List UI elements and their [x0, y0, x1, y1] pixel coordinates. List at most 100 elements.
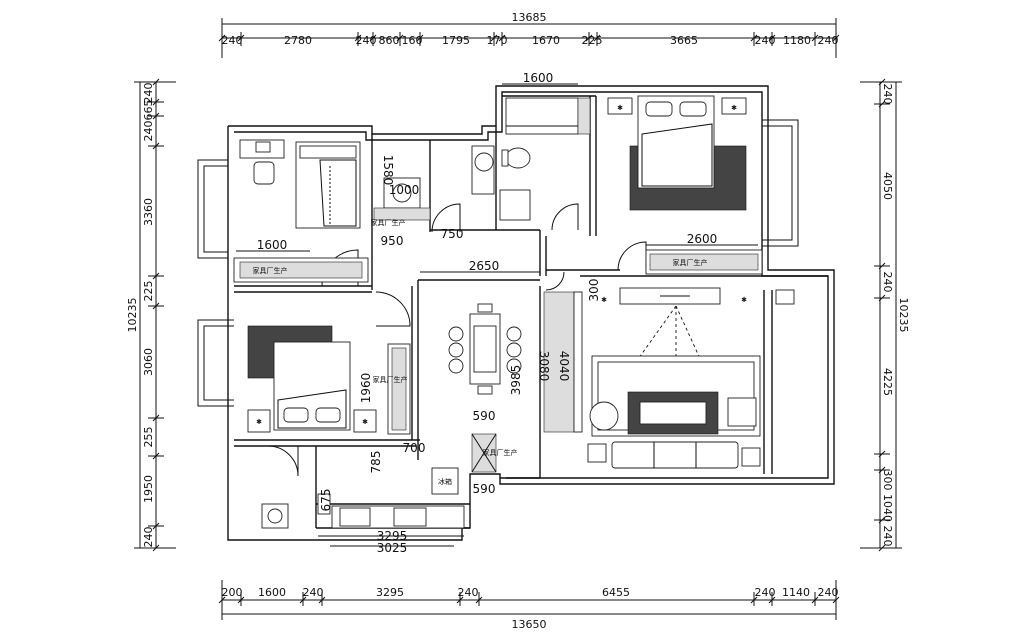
right-dim-4: 300 [881, 470, 894, 491]
dim-kitchen-3025: 3025 [377, 541, 408, 555]
dimension-tick [237, 596, 245, 604]
bottom-dim-8: 240 [818, 586, 839, 599]
balcony-cabinet [775, 289, 795, 305]
dim-door-950: 950 [381, 234, 404, 248]
dim-bath-top: 1600 [523, 71, 554, 85]
svg-text:✱: ✱ [741, 296, 747, 304]
top-dim-3: 860 [379, 34, 400, 47]
top-dim-12: 240 [818, 34, 839, 47]
left-total-dim: 10235 [126, 298, 139, 333]
dimension-tick [299, 596, 307, 604]
dimension-tick [152, 78, 160, 86]
svg-text:✱: ✱ [617, 104, 623, 112]
dimension-tick [354, 34, 362, 42]
dimension-tick [750, 34, 758, 42]
dim-bedroom3-window: 2600 [687, 232, 718, 246]
bedroom-2: ✱ ✱ [247, 325, 411, 435]
dim-living-3080: 3080 [537, 351, 551, 382]
top-dimension-chain: 13685 240 2780 240 860 160 1795 170 1670… [218, 11, 840, 58]
shower [505, 97, 579, 135]
door-arc-lobby [545, 271, 565, 291]
dimension-tick [218, 34, 226, 42]
dim-kitchen-785: 785 [369, 451, 383, 474]
dimension-tick [152, 414, 160, 422]
top-dim-6: 170 [487, 34, 508, 47]
nightstand-2a [247, 409, 271, 433]
dim-kitchen-675: 675 [319, 489, 333, 512]
stove-icon [393, 507, 427, 527]
dimension-tick [878, 466, 886, 474]
right-dim-0: 240 [881, 84, 894, 105]
left-dim-6: 255 [142, 427, 155, 448]
feature-wall [543, 291, 575, 433]
room-dimensions: 1600 1600 2600 2650 950 750 1580 1000 19… [236, 71, 758, 555]
bedroom-1 [233, 139, 369, 283]
basin-icon [474, 152, 494, 172]
dim-wash-1000: 1000 [389, 183, 420, 197]
dimension-tick [832, 596, 840, 604]
factory-label-bedroom3: 家具厂生产 [673, 258, 708, 267]
dimension-tick [318, 596, 326, 604]
bottom-dim-0: 200 [222, 586, 243, 599]
dimension-tick [878, 450, 886, 458]
bay-window-right [762, 119, 799, 247]
sofa [611, 441, 739, 469]
armchair [589, 401, 619, 431]
right-dimension-chain: 240 4050 240 4225 300 1040 240 10235 [860, 78, 910, 552]
right-total-dim: 10235 [897, 298, 910, 333]
door-arc-bath [551, 203, 579, 231]
dimension-tick [811, 34, 819, 42]
dim-wardrobe: 1960 [359, 373, 373, 404]
dimension-tick [750, 596, 758, 604]
bottom-dim-7: 1140 [782, 586, 810, 599]
dimension-tick [878, 294, 886, 302]
left-dim-7: 1950 [142, 475, 155, 503]
top-dim-4: 160 [402, 34, 423, 47]
left-dim-2: 240 [142, 121, 155, 142]
right-dim-3: 4225 [881, 368, 894, 396]
dim-kitchen-700: 700 [403, 441, 426, 455]
dim-kitchen-3295: 3295 [377, 529, 408, 543]
wash-area [373, 145, 495, 221]
bottom-dim-1: 1600 [258, 586, 286, 599]
top-dim-11: 1180 [783, 34, 811, 47]
bay-window-left-bottom [197, 319, 234, 407]
dimension-tick [456, 596, 464, 604]
factory-label-wardrobe2: 家具厂生产 [373, 375, 408, 384]
dim-corridor-300: 300 [587, 279, 601, 302]
bottom-dimension-chain: 200 1600 240 3295 240 6455 240 1140 240 … [218, 580, 840, 631]
dim-dining-table: 590 [473, 409, 496, 423]
dimension-tick [593, 34, 601, 42]
left-dim-1: 665 [142, 100, 155, 121]
sink-icon [339, 507, 371, 527]
right-dim-5: 1040 [881, 494, 894, 522]
top-dim-9: 3665 [670, 34, 698, 47]
toilet-icon [505, 147, 531, 169]
left-dim-0: 240 [142, 83, 155, 104]
top-dim-10: 240 [755, 34, 776, 47]
dimension-tick [585, 34, 593, 42]
left-dimension-chain: 10235 240 665 240 3360 225 3060 255 1950… [126, 78, 176, 552]
door-arc-bedroom3 [617, 241, 647, 271]
bay-window-left-top [197, 159, 228, 259]
right-dim-2: 240 [881, 272, 894, 293]
side-table-left [587, 443, 607, 463]
svg-text:✱: ✱ [256, 418, 262, 426]
dimension-tick [369, 34, 377, 42]
dining [448, 291, 583, 433]
dimension-tick [498, 34, 506, 42]
top-dim-7: 1670 [532, 34, 560, 47]
bottom-dim-2: 240 [303, 586, 324, 599]
dim-living-4040: 4040 [557, 351, 571, 382]
top-total-dim: 13685 [512, 11, 547, 24]
left-dim-5: 3060 [142, 348, 155, 376]
dim-bedroom1-window: 1600 [257, 238, 288, 252]
living-room: ✱ ✱ [587, 287, 795, 469]
dim-dining-depth: 3985 [509, 365, 523, 396]
bottom-total-dim: 13650 [512, 618, 547, 631]
bottom-dim-3: 3295 [376, 586, 404, 599]
dimension-tick [832, 34, 840, 42]
bathroom [499, 97, 591, 221]
dim-kitchen-590: 590 [473, 482, 496, 496]
